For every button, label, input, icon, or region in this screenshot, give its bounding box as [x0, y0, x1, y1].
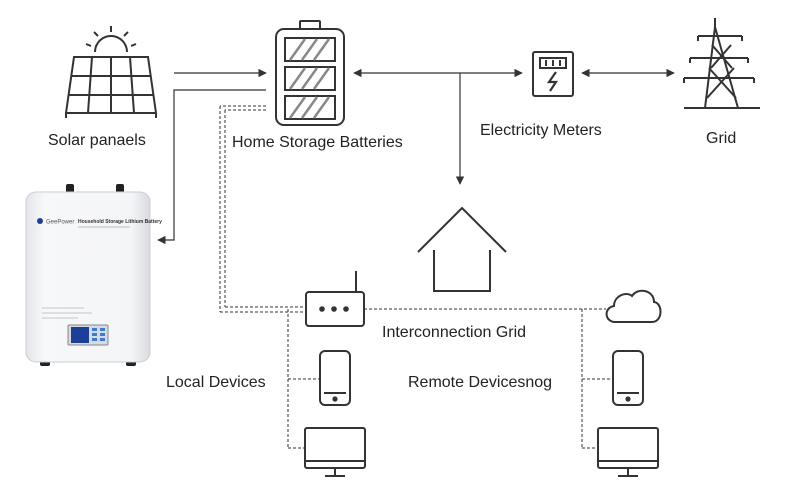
- transmission-tower-icon: [683, 18, 760, 109]
- solar-panels-label: Solar panaels: [48, 132, 146, 149]
- remote-devices-label: Remote Devicesnog: [408, 374, 553, 391]
- power-connections: [157, 68, 675, 245]
- house-icon: [417, 206, 507, 292]
- smartphone-icon: [612, 350, 644, 406]
- monitor-icon: [597, 427, 659, 477]
- product-model: Household Storage Lithium Battery: [78, 219, 162, 225]
- grid-label: Grid: [706, 130, 737, 147]
- router-icon: [305, 271, 365, 327]
- product-battery-image: GeePower Household Storage Lithium Batte…: [25, 184, 162, 366]
- product-brand: GeePower: [46, 220, 74, 226]
- cloud-icon: [605, 289, 662, 323]
- smartphone-icon: [319, 350, 351, 406]
- home-storage-batteries-label: Home Storage Batteries: [232, 134, 403, 151]
- interconnection-grid-label: Interconnection Grid: [382, 324, 527, 341]
- local-devices-label: Local Devices: [166, 374, 266, 391]
- electricity-meters-label: Electricity Meters: [480, 122, 602, 139]
- battery-icon: [275, 20, 345, 126]
- data-connections: [219, 105, 613, 449]
- solar-panel-icon: [64, 26, 158, 118]
- electricity-meter-icon: [532, 51, 574, 97]
- monitor-icon: [304, 427, 366, 477]
